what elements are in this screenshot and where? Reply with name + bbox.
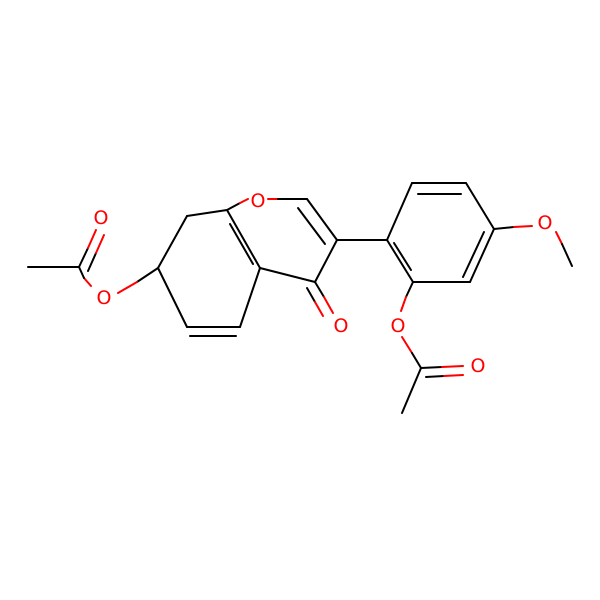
bond [239,198,249,204]
ketone-oxygen-label: O [334,315,349,337]
bond [259,267,316,283]
bond [469,228,495,283]
bond [136,267,159,283]
left-carbonyl-oxygen-label: O [94,207,109,229]
bond [78,247,89,268]
bond [513,225,533,228]
bond [117,281,138,294]
right-acetoxy [400,281,464,414]
bond [405,281,414,298]
bond [493,226,515,230]
left-acetoxy [27,229,159,294]
bond [186,209,228,217]
bond [386,182,413,241]
bond [157,215,188,269]
methoxy-oxygen-label: O [538,212,553,234]
bond [411,352,422,369]
right-carbonyl-oxygen-label: O [471,355,486,377]
methoxy-group [493,225,573,267]
bond [400,296,407,312]
bond-inner [462,231,485,278]
bond [314,301,324,317]
left-ester-oxygen-label: O [97,287,112,309]
bond [401,336,413,354]
bond [555,231,563,245]
bond [87,252,97,272]
bond [157,267,188,328]
bond [87,229,97,249]
bond [239,267,261,328]
bond [314,239,338,283]
bond [420,366,443,369]
bond [443,374,464,377]
bond [306,198,338,241]
bond-inner [393,242,412,271]
bond [465,182,495,230]
bond [78,266,85,279]
bond [83,277,92,287]
ring-oxygen-label: O [251,190,266,212]
bond [401,367,422,414]
bond [323,296,334,314]
bond [425,375,445,378]
phenyl-ring [336,182,495,283]
pyranone-ring [226,198,338,317]
bond-inner [229,223,254,265]
bond [95,234,105,254]
bond [561,243,573,267]
bond [226,209,261,269]
benzo-ring [157,209,261,337]
bond [306,287,316,303]
bond [441,365,464,368]
bond [226,202,241,211]
atom-labels: O O O O O O O [94,190,553,377]
right-ester-oxygen-label: O [391,315,406,337]
bond-inner [297,207,326,245]
bond [386,239,414,283]
bond [314,281,325,298]
